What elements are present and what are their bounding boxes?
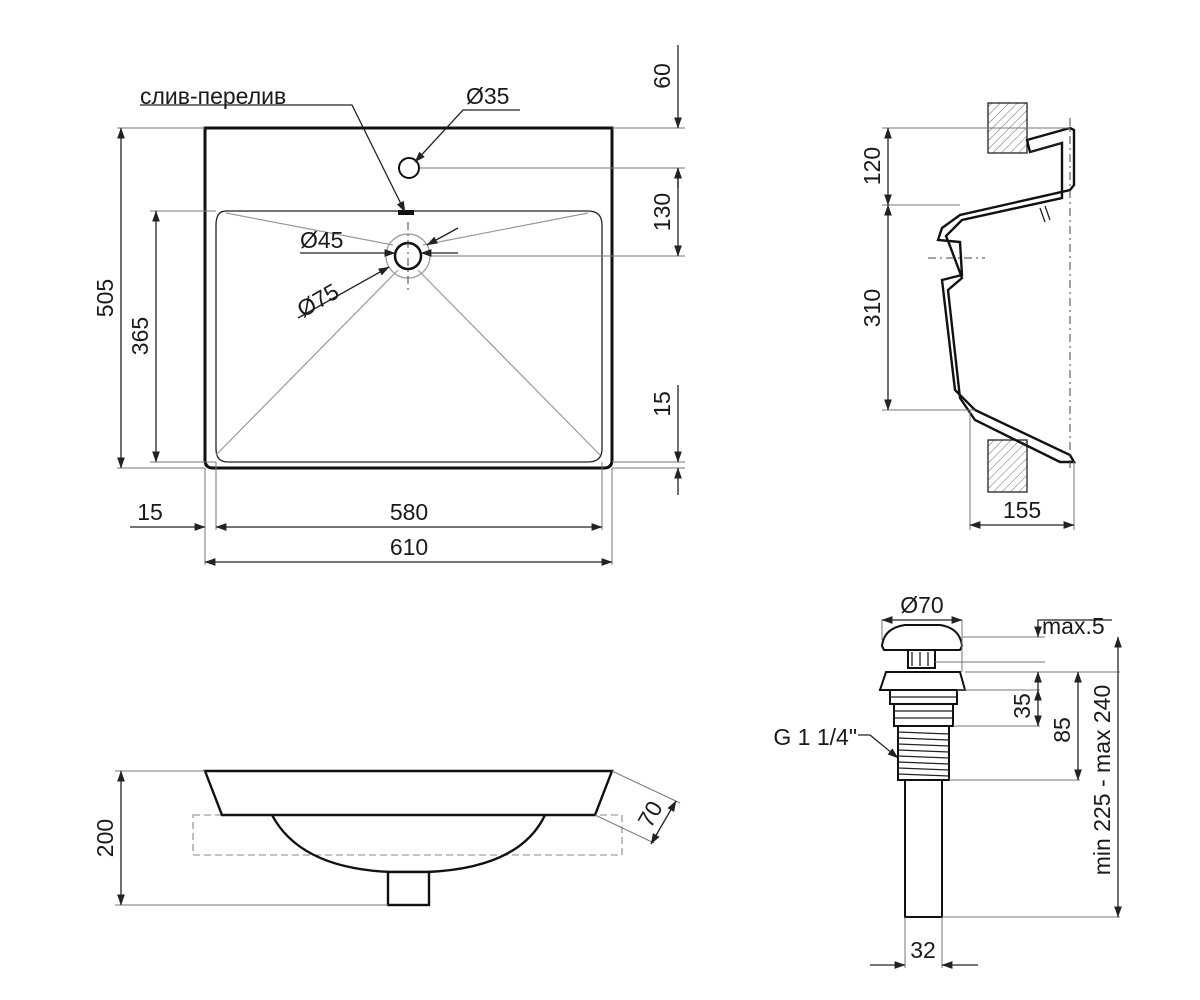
dim-front-edge: 70 (632, 796, 667, 831)
front-view: 200 70 (92, 769, 681, 907)
side-section-view: 120 310 155 (859, 102, 1077, 530)
bowl-front-curve (270, 814, 547, 874)
dim-upper: 120 (859, 147, 885, 185)
valve-thread-label: G 1 1/4" (773, 724, 857, 750)
dim-total-width: 610 (390, 534, 428, 560)
dim-bowl-depth: 365 (127, 317, 153, 355)
dim-top-offset: 60 (649, 63, 675, 89)
valve-thread (897, 725, 950, 781)
valve-cap (880, 624, 964, 651)
dim-bottom-rim: 15 (649, 391, 675, 417)
tap-hole (398, 157, 420, 179)
drain-inner-label: Ø45 (300, 227, 343, 253)
drain-valve-view: Ø70 max.5 35 85 min 225 - max 240 G 1 1/… (773, 592, 1122, 969)
dim-section-depth: 155 (1003, 497, 1041, 523)
valve-pipe-diameter: 32 (910, 937, 936, 963)
wall-block-lower (987, 439, 1028, 493)
basin-outline (203, 126, 614, 470)
dim-total-depth: 505 (92, 279, 118, 317)
basin-front-outline (203, 769, 614, 817)
tap-hole-label: Ø35 (466, 83, 509, 109)
basin-section-outer (936, 126, 1077, 464)
overflow-label: слив-перелив (140, 83, 286, 109)
valve-gap: max.5 (1042, 613, 1105, 639)
valve-pipe (904, 779, 943, 918)
dim-lower: 310 (859, 289, 885, 327)
valve-cap-diameter: Ø70 (900, 592, 943, 618)
drain-outer-label: Ø75 (293, 278, 344, 322)
valve-flange (878, 671, 967, 691)
dim-tap-to-drain: 130 (649, 193, 675, 231)
countertop-outline (192, 814, 623, 856)
dim-bowl-width: 580 (390, 499, 428, 525)
overflow-slot (398, 210, 414, 215)
valve-body-height: 85 (1049, 717, 1075, 743)
bowl-outline (215, 210, 603, 463)
valve-flange-height: 35 (1009, 693, 1035, 719)
dim-front-height: 200 (92, 819, 118, 857)
dim-side-rim: 15 (137, 499, 163, 525)
valve-total-height: min 225 - max 240 (1089, 685, 1115, 875)
top-view: слив-перелив Ø35 Ø45 Ø75 60 130 15 505 3… (92, 45, 685, 566)
drain-spigot (386, 870, 431, 907)
